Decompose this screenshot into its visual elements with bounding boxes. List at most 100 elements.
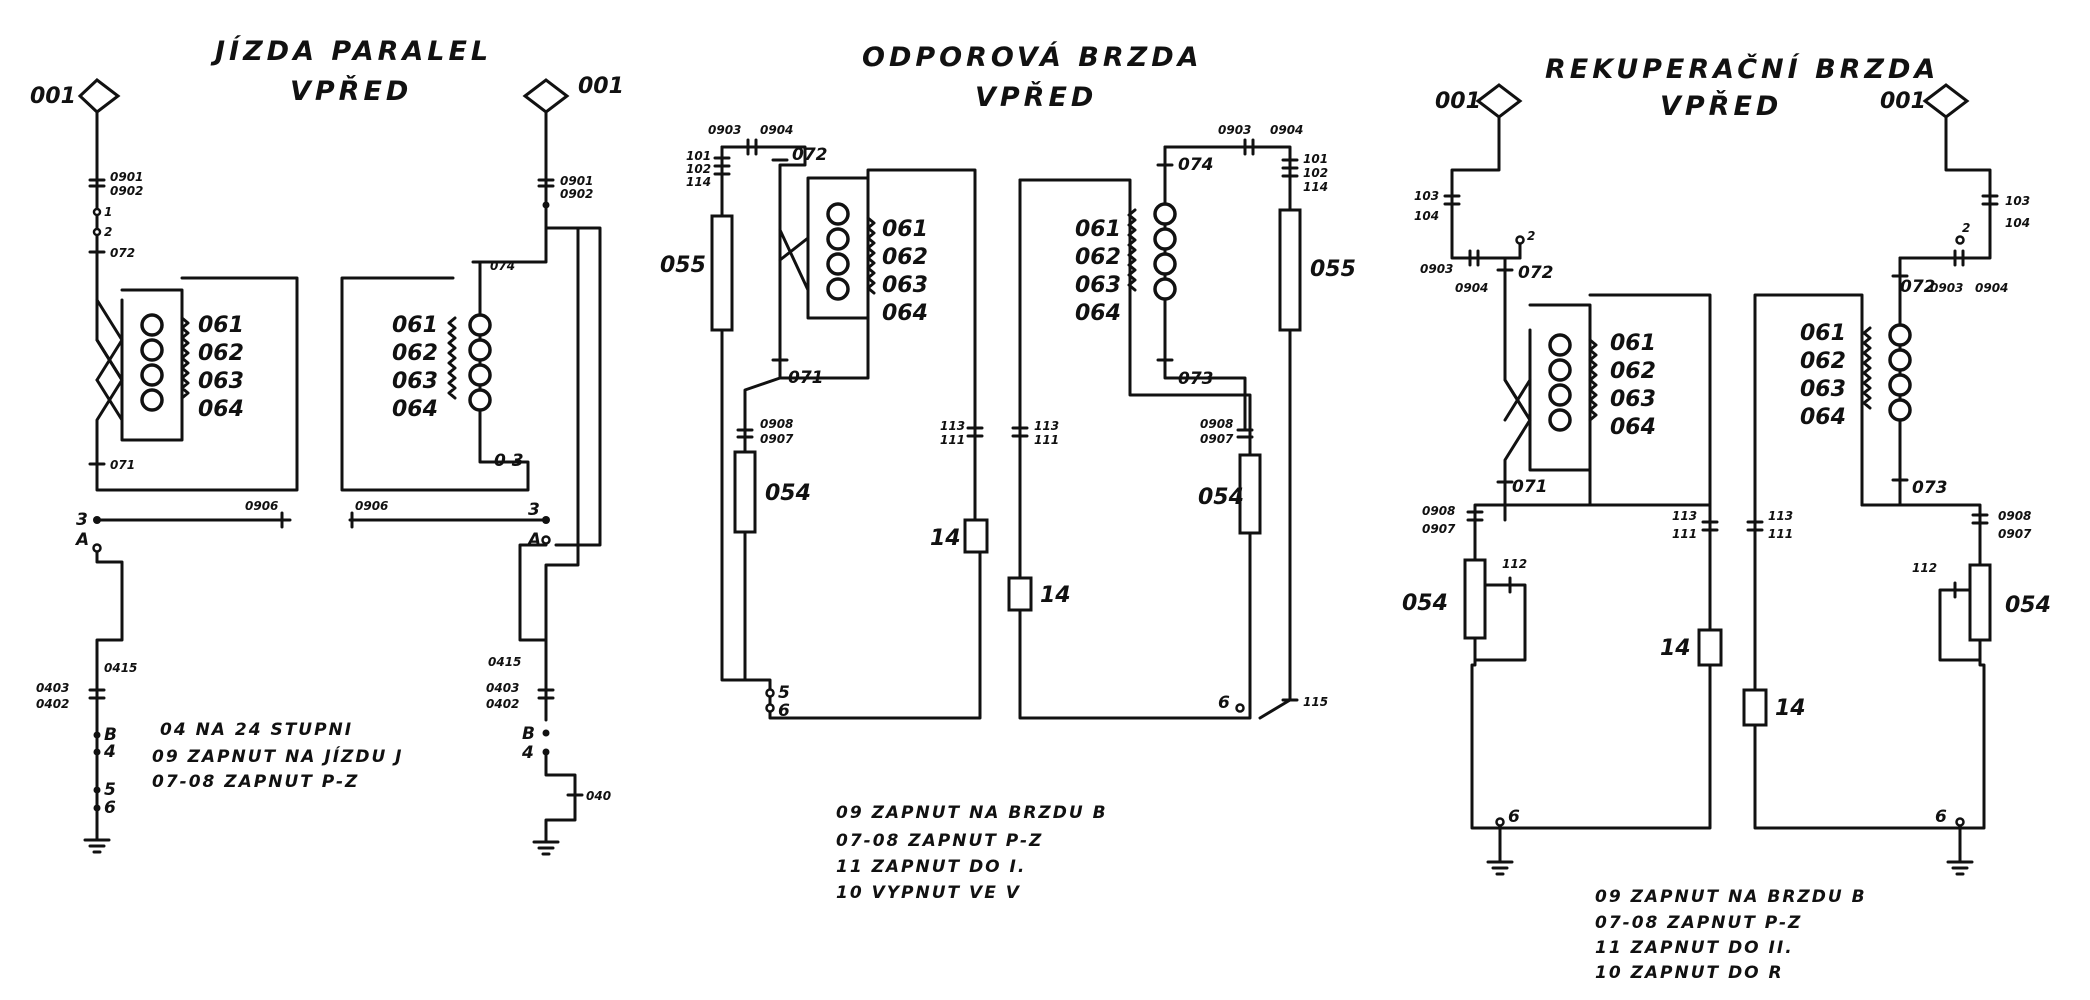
svg-text:0908: 0908 bbox=[1998, 509, 2031, 523]
svg-text:063: 063 bbox=[1800, 377, 1846, 402]
svg-text:062: 062 bbox=[1800, 349, 1846, 374]
svg-text:4: 4 bbox=[521, 743, 534, 763]
svg-text:0415: 0415 bbox=[104, 661, 137, 675]
svg-text:0903: 0903 bbox=[1930, 281, 1963, 295]
svg-text:6: 6 bbox=[1935, 807, 1947, 827]
svg-text:064: 064 bbox=[1800, 405, 1846, 430]
svg-text:11 ZAPNUT DO II.: 11 ZAPNUT DO II. bbox=[1595, 938, 1794, 958]
svg-text:054: 054 bbox=[2005, 593, 2051, 618]
svg-text:A: A bbox=[526, 530, 541, 550]
svg-text:0415: 0415 bbox=[488, 655, 521, 669]
svg-text:111: 111 bbox=[1672, 527, 1697, 541]
svg-text:073: 073 bbox=[1912, 478, 1948, 498]
svg-text:6: 6 bbox=[1508, 807, 1520, 827]
svg-text:054: 054 bbox=[1198, 485, 1244, 510]
svg-text:0908: 0908 bbox=[760, 417, 793, 431]
panel2-right-circuit: 101 102 114 0903 0904 055 074 061 062 06… bbox=[1007, 123, 1356, 720]
svg-text:0901: 0901 bbox=[560, 174, 593, 188]
panel-jizda-paralel: JÍZDA PARALEL VPŘED 001 061 062 063 064 … bbox=[30, 35, 624, 856]
svg-text:3: 3 bbox=[76, 510, 88, 530]
supply-diamond-icon bbox=[1922, 83, 1970, 119]
svg-text:061: 061 bbox=[882, 217, 928, 242]
svg-text:14: 14 bbox=[1660, 636, 1691, 661]
svg-text:064: 064 bbox=[1075, 301, 1121, 326]
svg-text:0902: 0902 bbox=[560, 187, 593, 201]
svg-text:064: 064 bbox=[882, 301, 928, 326]
motor-14 bbox=[963, 518, 989, 554]
supply-label: 001 bbox=[30, 84, 76, 109]
svg-text:07-08 ZAPNUT P-Z: 07-08 ZAPNUT P-Z bbox=[836, 831, 1043, 851]
svg-text:0904: 0904 bbox=[1455, 281, 1488, 295]
resistor-054 bbox=[1238, 453, 1262, 535]
svg-text:0402: 0402 bbox=[486, 697, 519, 711]
svg-text:061: 061 bbox=[198, 313, 244, 338]
svg-text:072: 072 bbox=[110, 246, 135, 260]
panel1-right-circuit: 001 0901 0902 074 061 062 063 064 0 3 09… bbox=[340, 74, 624, 856]
svg-text:064: 064 bbox=[1610, 415, 1656, 440]
panel2-subtitle: VPŘED bbox=[975, 81, 1097, 113]
svg-text:0403: 0403 bbox=[36, 681, 69, 695]
supply-diamond-icon bbox=[1475, 83, 1523, 119]
svg-text:113: 113 bbox=[1034, 419, 1059, 433]
svg-text:062: 062 bbox=[1610, 359, 1656, 384]
svg-text:04 NA 24 STUPNI: 04 NA 24 STUPNI bbox=[160, 720, 353, 740]
svg-text:101: 101 bbox=[1303, 152, 1328, 166]
svg-text:061: 061 bbox=[1800, 321, 1846, 346]
resistor-055 bbox=[1278, 208, 1302, 332]
svg-text:062: 062 bbox=[882, 245, 928, 270]
panel3-title: REKUPERAČNÍ BRZDA bbox=[1545, 53, 1939, 85]
svg-text:001: 001 bbox=[1435, 89, 1481, 114]
svg-text:062: 062 bbox=[198, 341, 244, 366]
supply-diamond-icon bbox=[77, 78, 121, 114]
svg-text:111: 111 bbox=[940, 433, 965, 447]
svg-text:072: 072 bbox=[792, 145, 828, 165]
svg-text:0904: 0904 bbox=[1270, 123, 1303, 137]
svg-text:072: 072 bbox=[1900, 277, 1936, 297]
svg-text:061: 061 bbox=[392, 313, 438, 338]
svg-text:064: 064 bbox=[198, 397, 244, 422]
svg-text:07-08 ZAPNUT P-Z: 07-08 ZAPNUT P-Z bbox=[152, 772, 359, 792]
ground-icon bbox=[1946, 860, 1974, 876]
svg-text:A: A bbox=[74, 530, 89, 550]
svg-text:14: 14 bbox=[1040, 583, 1071, 608]
panel3-notes: 09 ZAPNUT NA BRZDU B 07-08 ZAPNUT P-Z 11… bbox=[1595, 887, 1865, 983]
svg-text:10 VYPNUT VE V: 10 VYPNUT VE V bbox=[836, 883, 1021, 903]
panel2-title: ODPOROVÁ BRZDA bbox=[862, 41, 1203, 73]
resistor-054 bbox=[1968, 563, 1992, 642]
svg-text:113: 113 bbox=[1768, 509, 1793, 523]
resistor-054 bbox=[733, 450, 757, 534]
svg-text:B: B bbox=[522, 724, 535, 744]
svg-text:063: 063 bbox=[392, 369, 438, 394]
svg-text:111: 111 bbox=[1768, 527, 1793, 541]
svg-text:3: 3 bbox=[528, 500, 540, 520]
svg-text:062: 062 bbox=[392, 341, 438, 366]
svg-text:0903: 0903 bbox=[1420, 262, 1453, 276]
ground-icon bbox=[83, 838, 111, 854]
svg-text:5: 5 bbox=[778, 683, 790, 703]
svg-text:072: 072 bbox=[1518, 263, 1554, 283]
svg-text:2: 2 bbox=[104, 225, 112, 239]
svg-text:001: 001 bbox=[1880, 89, 1926, 114]
svg-text:0908: 0908 bbox=[1422, 504, 1455, 518]
svg-text:0902: 0902 bbox=[110, 184, 143, 198]
svg-text:0903: 0903 bbox=[1218, 123, 1251, 137]
panel-odporova-brzda: ODPOROVÁ BRZDA VPŘED 055 101 102 114 090… bbox=[660, 41, 1356, 903]
panel1-notes: 04 NA 24 STUPNI 09 ZAPNUT NA JÍZDU J 07-… bbox=[152, 720, 402, 792]
svg-text:063: 063 bbox=[198, 369, 244, 394]
svg-text:040: 040 bbox=[586, 789, 611, 803]
svg-text:113: 113 bbox=[940, 419, 965, 433]
svg-text:104: 104 bbox=[2005, 216, 2030, 230]
svg-text:14: 14 bbox=[930, 526, 961, 551]
svg-text:074: 074 bbox=[1178, 155, 1214, 175]
motor-14 bbox=[1697, 628, 1723, 667]
svg-text:0904: 0904 bbox=[1975, 281, 2008, 295]
panel1-left-circuit: 001 061 062 063 064 0901 0902 1 2 072 07… bbox=[30, 78, 299, 854]
svg-text:0907: 0907 bbox=[760, 432, 794, 446]
svg-text:114: 114 bbox=[686, 175, 711, 189]
svg-text:055: 055 bbox=[1310, 257, 1356, 282]
svg-text:B: B bbox=[104, 725, 117, 745]
svg-text:6: 6 bbox=[104, 798, 116, 818]
svg-text:071: 071 bbox=[110, 458, 135, 472]
svg-text:103: 103 bbox=[1414, 189, 1439, 203]
